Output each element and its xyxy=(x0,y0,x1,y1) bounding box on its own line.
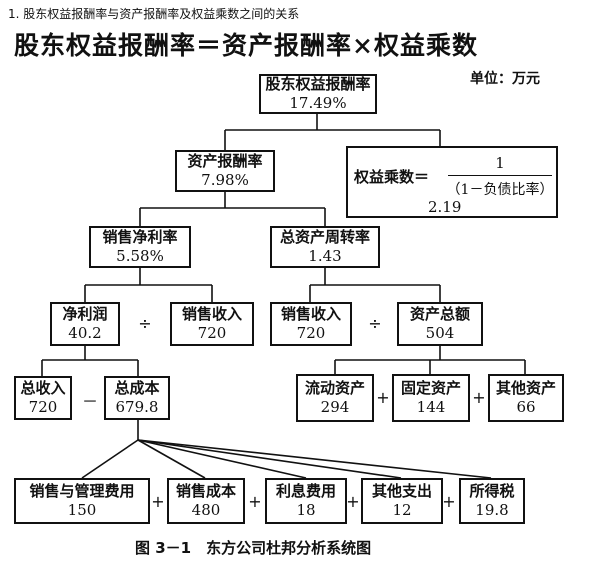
page-title: 股东权益报酬率＝资产报酬率×权益乘数 xyxy=(14,31,478,60)
interest-label: 利息费用 xyxy=(275,482,336,501)
asset-turnover-label: 总资产周转率 xyxy=(279,228,370,247)
total-cost-label: 总成本 xyxy=(114,379,160,398)
current-assets-label: 流动资产 xyxy=(304,379,365,398)
roa-box: 资产报酬率 7.98% xyxy=(175,150,275,192)
connector xyxy=(81,439,139,479)
net-profit-box: 净利润 40.2 xyxy=(50,302,120,346)
fraction-bar xyxy=(448,175,552,176)
cost-of-sales-value: 480 xyxy=(191,501,221,519)
roa-value: 7.98% xyxy=(201,171,249,189)
sales-2-value: 720 xyxy=(296,324,326,342)
connector xyxy=(137,439,206,479)
sales-2-label: 销售收入 xyxy=(280,305,341,324)
roa-label: 资产报酬率 xyxy=(187,152,263,171)
current-assets-box: 流动资产 294 xyxy=(296,374,374,422)
net-margin-value: 5.58% xyxy=(116,247,164,265)
header-text: 1. 股东权益报酬率与资产报酬率及权益乘数之间的关系 xyxy=(8,7,300,21)
cost-of-sales-box: 销售成本 480 xyxy=(167,478,245,524)
plus-operator: + xyxy=(472,388,486,407)
selling-admin-box: 销售与管理费用 150 xyxy=(14,478,150,524)
other-assets-box: 其他资产 66 xyxy=(488,374,564,422)
sales-box-1: 销售收入 720 xyxy=(170,302,254,346)
equity-multiplier-box: 权益乘数＝ 1 （1－负债比率） 2.19 xyxy=(346,146,558,218)
plus-operator: + xyxy=(376,388,390,407)
selling-admin-label: 销售与管理费用 xyxy=(29,482,135,501)
plus-operator: + xyxy=(442,492,456,511)
fixed-assets-value: 144 xyxy=(416,398,446,416)
other-expense-value: 12 xyxy=(392,501,412,519)
total-assets-box: 资产总额 504 xyxy=(397,302,483,346)
minus-operator: － xyxy=(81,392,98,411)
asset-turnover-value: 1.43 xyxy=(308,247,342,265)
income-tax-value: 19.8 xyxy=(475,501,509,519)
connector xyxy=(137,439,492,479)
current-assets-value: 294 xyxy=(320,398,350,416)
divide-operator: ÷ xyxy=(138,314,152,333)
roe-label: 股东权益报酬率 xyxy=(265,75,371,94)
other-expense-box: 其他支出 12 xyxy=(361,478,443,524)
plus-operator: + xyxy=(346,492,360,511)
net-profit-label: 净利润 xyxy=(62,305,108,324)
other-expense-label: 其他支出 xyxy=(371,482,432,501)
net-margin-box: 销售净利率 5.58% xyxy=(89,226,191,268)
roe-box: 股东权益报酬率 17.49% xyxy=(259,74,377,114)
unit-label: 单位：万元 xyxy=(470,71,540,87)
interest-box: 利息费用 18 xyxy=(265,478,347,524)
equity-multiplier-label: 权益乘数＝ xyxy=(354,168,430,186)
total-assets-label: 资产总额 xyxy=(409,305,470,324)
income-tax-label: 所得税 xyxy=(469,482,515,501)
equity-multiplier-numerator: 1 xyxy=(495,154,505,172)
sales-box-2: 销售收入 720 xyxy=(270,302,352,346)
sales-1-label: 销售收入 xyxy=(181,305,242,324)
total-assets-value: 504 xyxy=(425,324,455,342)
interest-value: 18 xyxy=(296,501,316,519)
other-assets-value: 66 xyxy=(516,398,536,416)
net-profit-value: 40.2 xyxy=(68,324,102,342)
other-assets-label: 其他资产 xyxy=(495,379,556,398)
total-income-value: 720 xyxy=(28,398,58,416)
plus-operator: + xyxy=(151,492,165,511)
equity-multiplier-value: 2.19 xyxy=(428,198,462,216)
cost-of-sales-label: 销售成本 xyxy=(175,482,236,501)
equity-multiplier-denominator: （1－负债比率） xyxy=(446,182,554,198)
divide-operator: ÷ xyxy=(368,314,382,333)
roe-value: 17.49% xyxy=(289,94,347,112)
connector xyxy=(137,439,307,479)
total-cost-box: 总成本 679.8 xyxy=(104,376,170,420)
fixed-assets-box: 固定资产 144 xyxy=(392,374,470,422)
selling-admin-value: 150 xyxy=(67,501,97,519)
connector xyxy=(137,439,402,479)
total-income-label: 总收入 xyxy=(20,379,66,398)
plus-operator: + xyxy=(248,492,262,511)
income-tax-box: 所得税 19.8 xyxy=(459,478,525,524)
total-cost-value: 679.8 xyxy=(115,398,159,416)
total-income-box: 总收入 720 xyxy=(14,376,72,420)
figure-caption: 图 3－1 东方公司杜邦分析系统图 xyxy=(135,539,372,557)
fixed-assets-label: 固定资产 xyxy=(400,379,461,398)
net-margin-label: 销售净利率 xyxy=(102,228,178,247)
asset-turnover-box: 总资产周转率 1.43 xyxy=(270,226,380,268)
sales-1-value: 720 xyxy=(197,324,227,342)
